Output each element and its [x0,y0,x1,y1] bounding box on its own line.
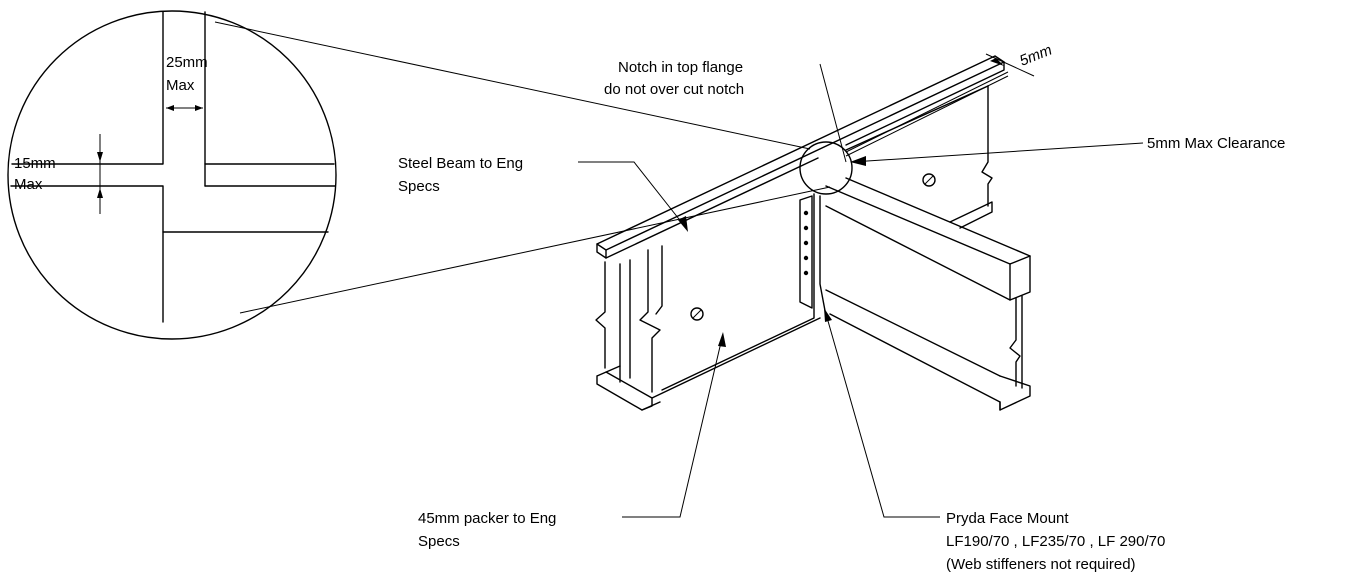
joist-top-face [825,177,1031,265]
beam-web-end-left [619,259,631,383]
steel-beam-label-line1: Steel Beam to Eng [398,155,523,172]
beam-bolt-front [690,307,704,321]
detail-depth-value: 15mm [14,155,56,172]
nail-hole-3 [803,240,809,246]
beam-web-face [661,193,815,391]
clearance-label: 5mm Max Clearance [1147,135,1285,152]
detail-flange-top-right [204,11,335,165]
packer-leader [622,337,723,518]
notch-leader [819,63,847,163]
face-mount-plate [799,195,813,309]
detail-width-value: 25mm [166,54,208,71]
dim-5mm-leader [985,53,1035,77]
detail-circle [7,10,337,340]
beam-web-break [639,249,661,393]
detail-depth-max: Max [14,176,43,193]
notch-label-line1: Notch in top flange [618,59,743,76]
pryda-callout [824,308,940,518]
beam-web-break-left [595,261,606,369]
notch-label-line2: do not over cut notch [604,81,744,98]
detail-flange-top-left [11,11,164,165]
steel-beam-arrow [678,216,688,232]
pryda-arrow [824,308,832,322]
nail-hole-5 [803,270,809,276]
notch-callout-circle [799,141,853,195]
pryda-label-line3: (Web stiffeners not required) [946,556,1136,573]
beam-bottom-flange-left [641,317,821,411]
clearance-leader [851,142,1144,163]
joist-bottom-flange [829,313,1031,411]
beam-bolt-rear-mark [924,175,934,185]
beam-bottom-flange-end [596,365,653,411]
joist-bottom-top [825,289,1001,377]
detail-depth-arrow-bottom [97,188,103,198]
timber-joist [799,177,1031,411]
nail-hole-4 [803,255,809,261]
dim-5mm-label: 5mm [1017,41,1054,69]
beam-web-right-break [981,85,993,207]
beam-bolt-front-mark [692,309,702,319]
steel-beam-callout [578,161,688,232]
detail-width-arrow-left [166,105,174,111]
magnifier-projection-top [214,21,811,150]
packer-arrow [718,332,726,347]
clearance-arrow [850,156,866,166]
pryda-leader [825,313,940,518]
packer-callout [622,332,726,518]
nail-hole-2 [803,225,809,231]
steel-beam-label-line2: Specs [398,178,440,195]
clearance-callout [850,142,1144,166]
detail-width-max: Max [166,77,195,94]
joist-web-break [1009,297,1021,387]
detail-notch-left [10,185,164,323]
nail-hole-1 [803,210,809,216]
pryda-label-line1: Pryda Face Mount [946,510,1069,527]
beam-web-break-2 [655,245,663,315]
beam-top-flange-right-edge [845,61,1005,146]
beam-web-right-top [845,85,989,151]
detail-magnifier: 25mm Max 15mm Max [7,10,337,340]
steel-beam [595,53,1035,411]
face-mount-flange [819,195,827,317]
beam-bottom-flange-right [949,201,993,229]
packer-label-line1: 45mm packer to Eng [418,510,556,527]
detail-depth-arrow-top [97,152,103,162]
clearance-gap-lines [845,71,1009,157]
joist-top-underside [825,205,1011,301]
pryda-label-line2: LF190/70 , LF235/70 , LF 290/70 [946,533,1165,550]
beam-top-flange-underside [605,157,819,259]
packer-label-line2: Specs [418,533,460,550]
steel-beam-leader [578,161,687,229]
magnifier-projection-bottom [239,186,831,314]
beam-top-flange-end [596,243,607,259]
beam-bolt-rear [922,173,936,187]
joist-end-top [1009,255,1031,301]
detail-width-arrow-right [195,105,203,111]
dim-5mm-arrow [990,58,1004,66]
